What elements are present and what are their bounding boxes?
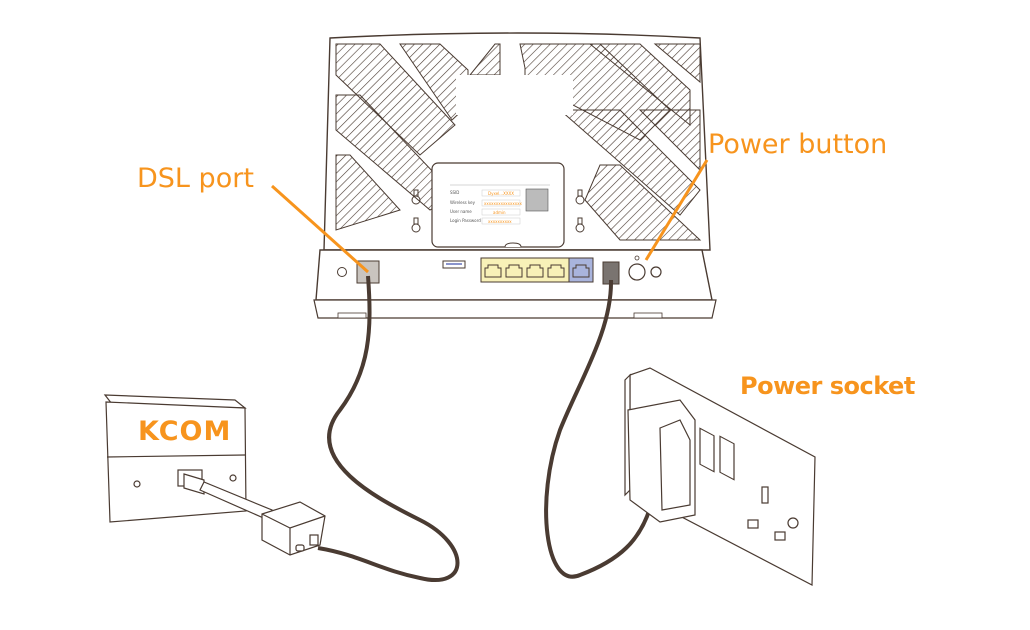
label-password-field: Login Password xyxy=(450,218,481,223)
mains-power-socket xyxy=(624,367,816,586)
label-username-value: admin xyxy=(493,210,506,215)
label-password-value: xxxxxxxxxx xyxy=(488,219,512,224)
label-username-field: User name xyxy=(450,209,472,214)
label-wireless-key-value: xxxxxxxxxxxxxxxx xyxy=(484,201,523,206)
power-socket-label: Power socket xyxy=(740,372,915,400)
label-ssid-field: SSID xyxy=(450,190,459,195)
power-button-callout-line xyxy=(644,159,709,261)
router-vents xyxy=(335,43,702,241)
label-wireless-key-field: Wireless key xyxy=(450,200,476,205)
router-label-rows: SSID Dyxel...XXXX Wireless key xxxxxxxxx… xyxy=(450,189,523,225)
dsl-port-callout-line xyxy=(270,184,370,274)
power-cable xyxy=(544,279,652,579)
reset-hole xyxy=(337,267,347,277)
router-top-sticker xyxy=(456,75,573,115)
power-button-label: Power button xyxy=(708,129,888,160)
power-button xyxy=(628,263,646,281)
dsl-port-label: DSL port xyxy=(137,163,254,194)
router: SSID Dyxel...XXXX Wireless key xxxxxxxxx… xyxy=(313,32,717,319)
lan-ports xyxy=(480,257,570,283)
kcom-logo: KCOM xyxy=(138,416,232,447)
qr-code-icon xyxy=(525,188,549,212)
label-ssid-value: Dyxel...XXXX xyxy=(488,191,514,196)
wall-phone-socket xyxy=(103,394,326,556)
mount-hole-icon xyxy=(411,189,585,233)
dsl-cable xyxy=(317,275,460,582)
